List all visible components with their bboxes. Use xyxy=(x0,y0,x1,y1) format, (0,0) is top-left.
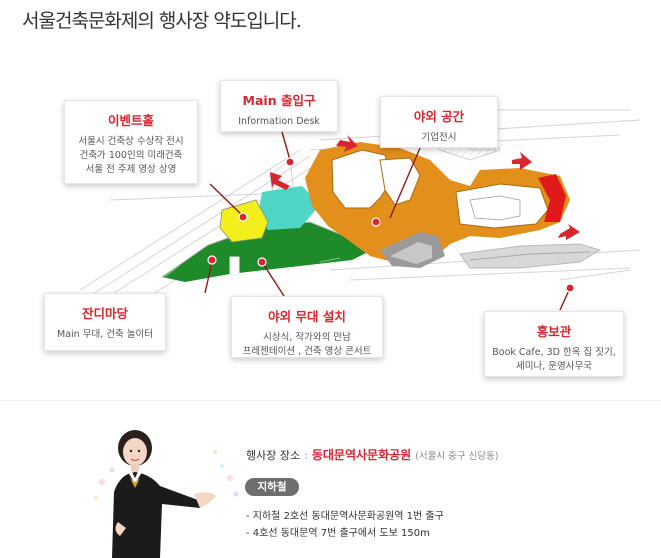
entrance-arrows xyxy=(270,135,580,240)
callout-pr-hall: 홍보관 Book Cafe, 3D 한옥 집 짓기, 세미나, 운영사무국 xyxy=(484,311,624,377)
subway-line-item: - 4호선 동대문역 7번 출구에서 도보 150m xyxy=(246,528,430,539)
venue-info: 행사장 장소:동대문역사문화공원(서울시 중구 신당동) xyxy=(246,446,499,463)
callout-title: 홍보관 xyxy=(536,324,572,339)
callout-desc: 시상식, 작가와의 만남 프레젠테이션 , 건축 영상 콘서트 xyxy=(242,332,372,357)
callout-outdoor-space: 야외 공간 기업전시 xyxy=(380,96,498,148)
section-divider xyxy=(0,400,661,401)
pr-hall-area xyxy=(538,174,566,222)
callout-grass-yard: 잔디마당 Main 무대, 건축 놀이터 xyxy=(44,293,166,351)
subway-line-item: - 지하철 2호선 동대문역사문화공원역 1번 출구 xyxy=(246,511,444,522)
callout-desc: Information Desk xyxy=(238,116,320,127)
callout-title: 이벤트홀 xyxy=(107,113,154,128)
callout-desc: Main 무대, 건축 놀이터 xyxy=(57,329,153,340)
callout-desc: 서울시 건축상 수상작 전시 건축가 100인의 미래건축 서울 전 주제 영상… xyxy=(78,136,184,175)
callout-title: Main 출입구 xyxy=(242,93,316,108)
lawn-area xyxy=(162,222,372,282)
callout-event-hall: 이벤트홀 서울시 건축상 수상작 전시 건축가 100인의 미래건축 서울 전 … xyxy=(64,100,198,184)
venue-label: 행사장 장소 xyxy=(246,449,301,462)
venue-name: 동대문역사문화공원 xyxy=(311,448,412,462)
callout-title: 야외 무대 설치 xyxy=(268,309,346,324)
callout-dots xyxy=(207,157,575,293)
callout-title: 잔디마당 xyxy=(81,306,128,321)
callout-desc: Book Cafe, 3D 한옥 집 짓기, 세미나, 운영사무국 xyxy=(492,347,616,372)
venue-map xyxy=(79,99,641,311)
callout-leaders xyxy=(204,131,571,311)
venue-address: (서울시 중구 신당동) xyxy=(415,451,499,462)
venue-separator: : xyxy=(304,449,308,462)
page-title: 서울건축문화제의 행사장 약도입니다. xyxy=(22,10,302,32)
callout-desc: 기업전시 xyxy=(421,132,457,143)
guide-woman-illustration xyxy=(94,430,239,558)
callout-outdoor-stage: 야외 무대 설치 시상식, 작가와의 만남 프레젠테이션 , 건축 영상 콘서트 xyxy=(231,296,383,358)
subway-badge: 지하철 xyxy=(245,478,299,496)
callout-main-entrance: Main 출입구 Information Desk xyxy=(220,80,338,132)
callout-title: 야외 공간 xyxy=(413,109,465,124)
stage-marker xyxy=(229,256,240,276)
entrance-area xyxy=(258,186,320,230)
